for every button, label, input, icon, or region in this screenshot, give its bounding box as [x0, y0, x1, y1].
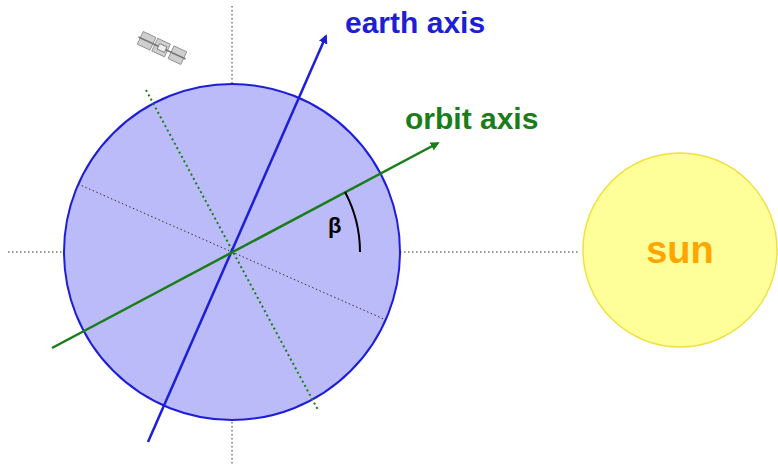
satellite-icon [135, 31, 188, 66]
orbit-axis-line [52, 143, 438, 348]
sun-disc [583, 153, 777, 347]
node-text: sun [646, 229, 714, 272]
earth-axis-line [148, 36, 326, 442]
sun-circle: sun [582, 152, 778, 348]
axis-label: earth axis [345, 6, 485, 39]
axis-label: orbit axis [405, 102, 538, 135]
angle-label: β [328, 214, 341, 238]
angle-arc [345, 192, 360, 252]
